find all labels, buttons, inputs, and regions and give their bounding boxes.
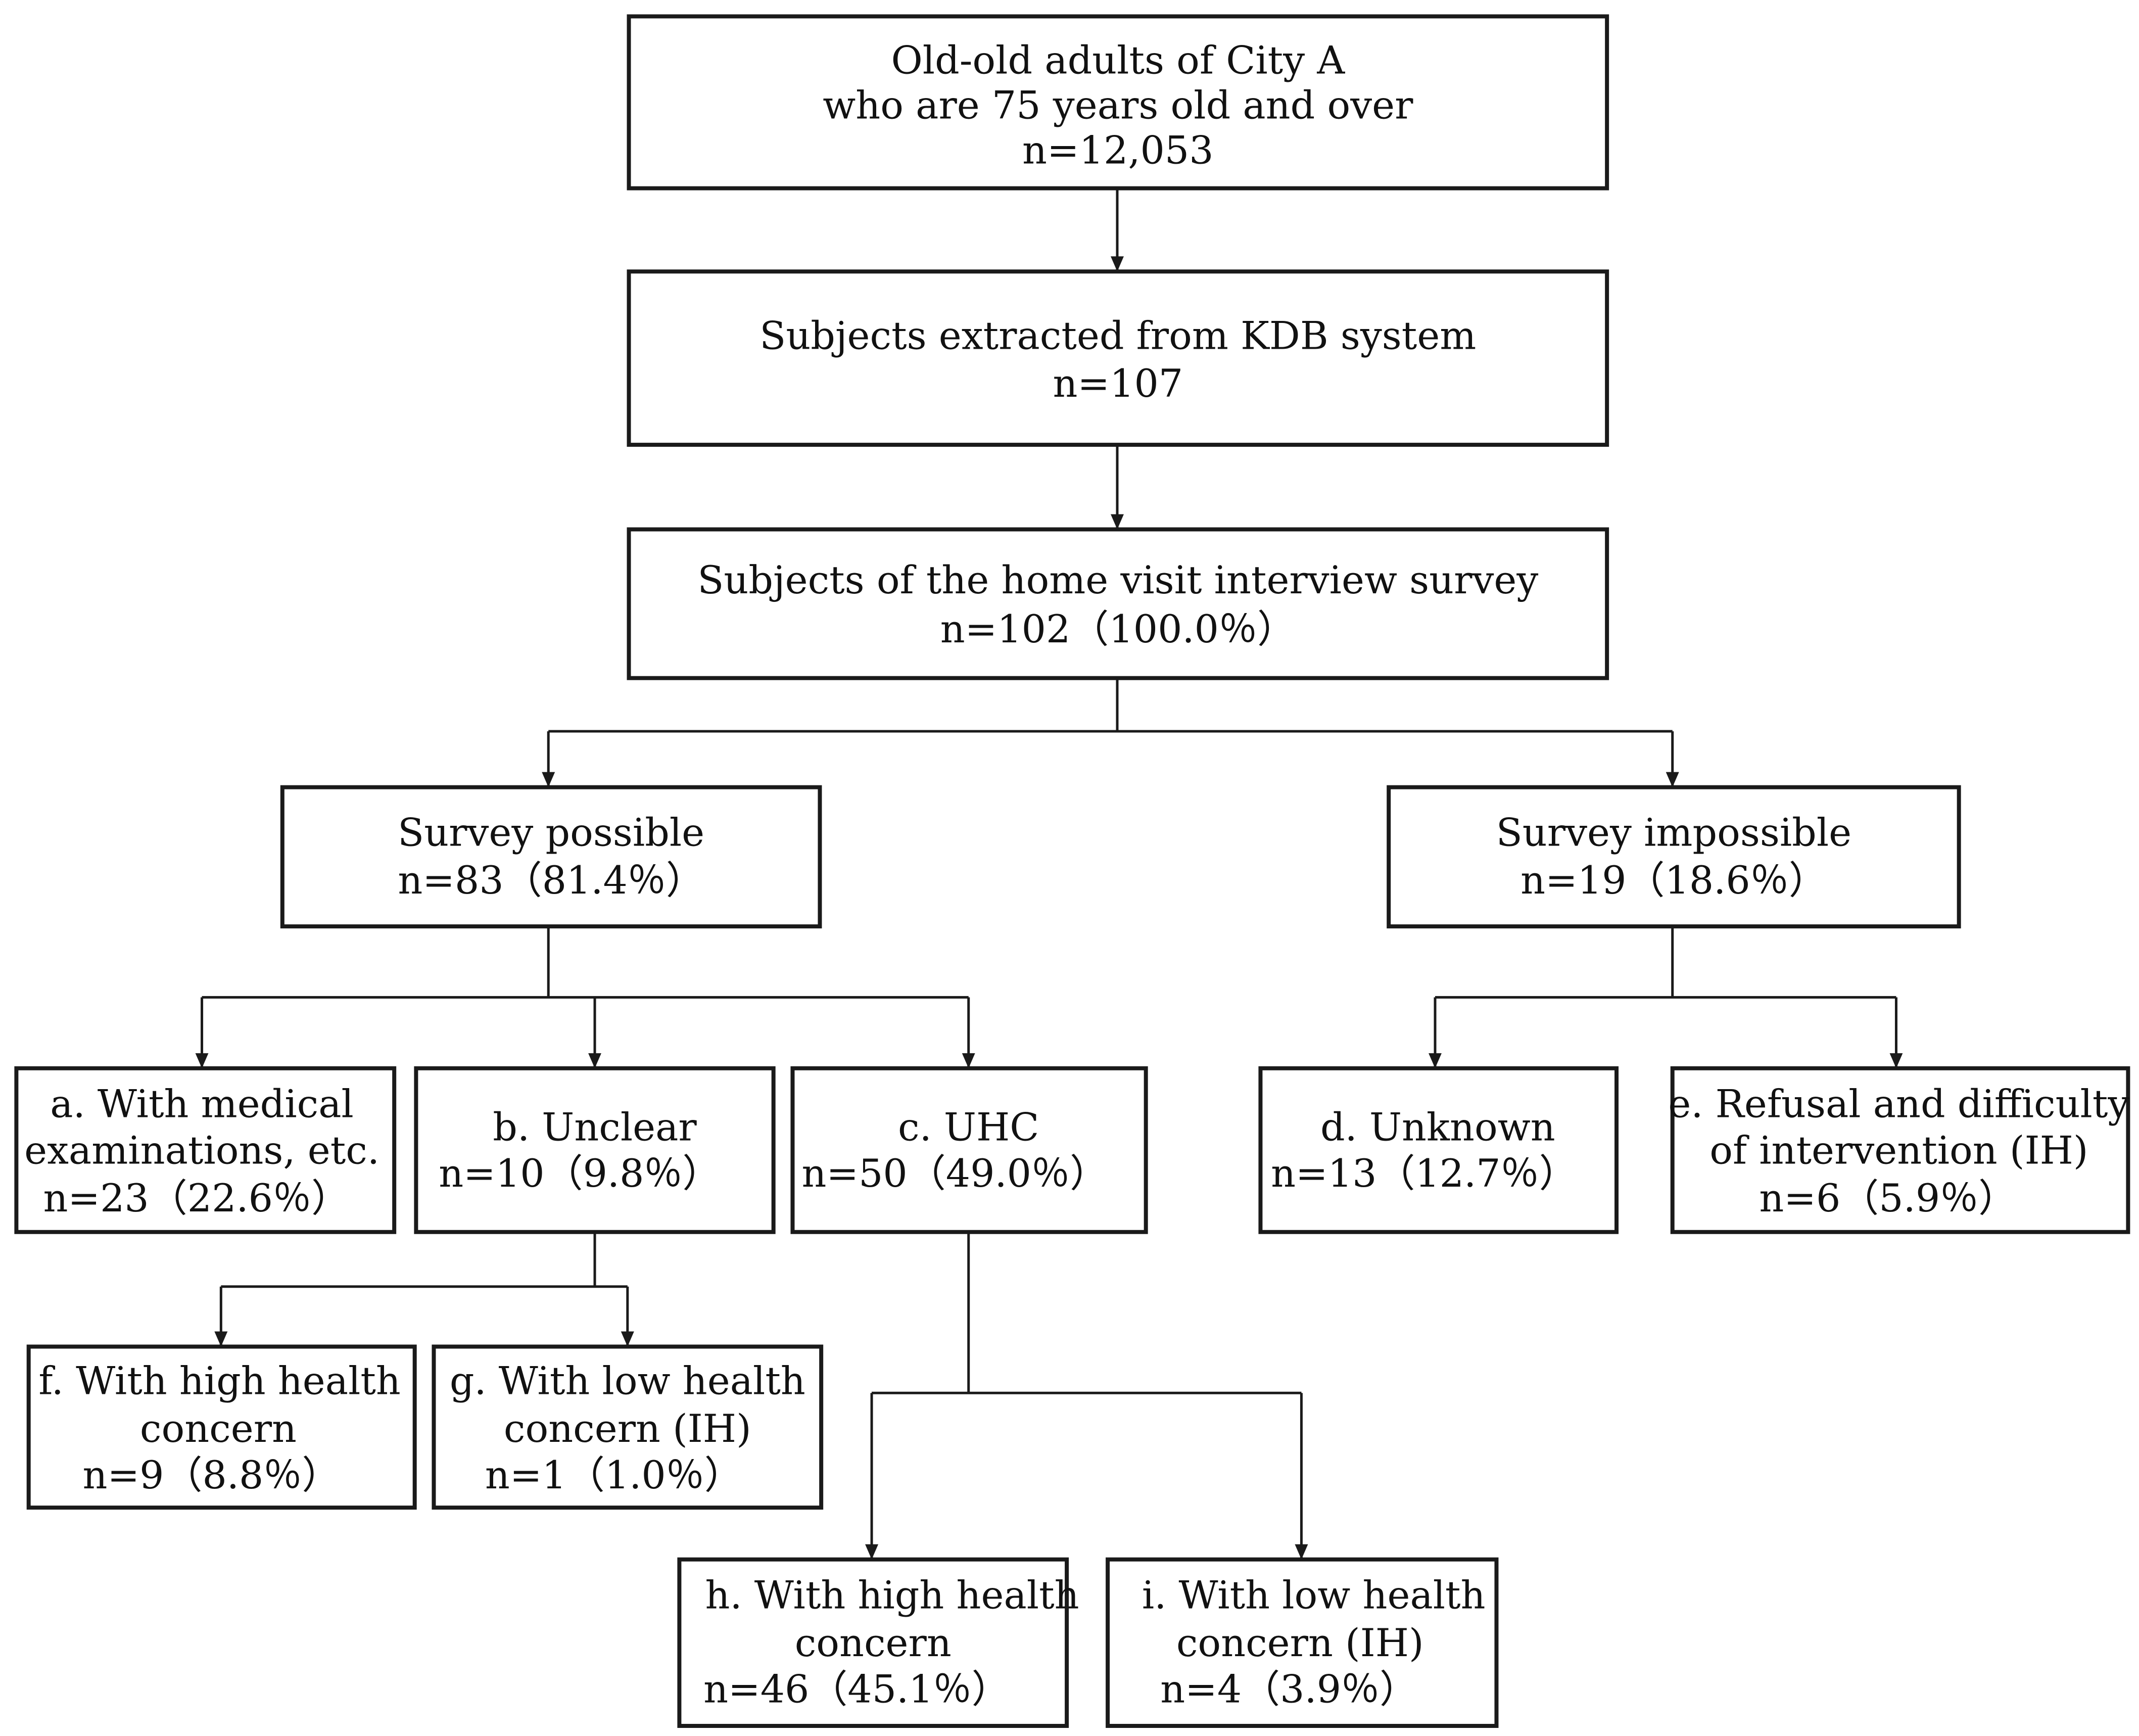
node-label-line: Old-old adults of City A xyxy=(891,37,1345,82)
node-box xyxy=(1258,1066,1619,1234)
connector-from-b xyxy=(214,1232,634,1347)
node-box xyxy=(26,1344,417,1510)
node-label-line: Survey possible xyxy=(398,810,704,855)
node-label-line: n=6（5.9％） xyxy=(1759,1176,2017,1221)
node-label-line: a. With medical xyxy=(50,1081,354,1126)
node-label-line: c. UHC xyxy=(898,1104,1039,1149)
node-label-line: concern (IH) xyxy=(1176,1620,1424,1665)
node-label-line: n=13（12.7％） xyxy=(1271,1151,1578,1196)
node-box xyxy=(14,1066,397,1234)
node-label-line: i. With low health xyxy=(1142,1572,1486,1617)
node-label-line: n=23（22.6％） xyxy=(43,1176,350,1221)
node-box xyxy=(414,1066,776,1234)
node-box xyxy=(627,269,1609,447)
node-label-line: n=46（45.1％） xyxy=(703,1667,1010,1712)
connector-from-survey-possible xyxy=(195,926,975,1068)
node-label-line: n=9（8.8％） xyxy=(83,1452,341,1497)
node-label-line: Survey impossible xyxy=(1496,810,1851,855)
connector-from-survey-impossible xyxy=(1428,926,1903,1068)
node-label-line: b. Unclear xyxy=(493,1104,697,1149)
node-label-line: n=107 xyxy=(1053,361,1183,406)
node-label-line: n=19（18.6％） xyxy=(1520,858,1827,903)
node-label-line: f. With high health xyxy=(38,1358,401,1403)
node-box xyxy=(627,527,1609,680)
node-label-line: n=4（3.9％） xyxy=(1160,1667,1418,1712)
node-label-line: concern (IH) xyxy=(504,1406,751,1451)
node-box xyxy=(1670,1066,2130,1234)
node-label-line: concern xyxy=(140,1406,297,1451)
node-label-line: Subjects extracted from KDB system xyxy=(759,313,1476,358)
connector-from-survey-subjects xyxy=(542,678,1679,787)
node-label-line: n=83（81.4％） xyxy=(398,858,704,903)
node-label-line: n=10（9.8％） xyxy=(439,1151,721,1196)
node-box xyxy=(1106,1557,1499,1728)
node-label-line: n=1（1.0％） xyxy=(485,1452,743,1497)
node-box xyxy=(280,785,822,929)
node-label-line: who are 75 years old and over xyxy=(823,82,1413,127)
node-box xyxy=(1387,785,1961,929)
node-label-line: g. With low health xyxy=(450,1358,805,1403)
node-label-line: examinations, etc. xyxy=(24,1128,379,1172)
node-label-line: of intervention (IH) xyxy=(1709,1128,2088,1172)
node-box xyxy=(677,1557,1069,1728)
node-label-line: n=50（49.0％） xyxy=(801,1151,1108,1196)
node-label-line: d. Unknown xyxy=(1320,1104,1555,1149)
node-label-line: Subjects of the home visit interview sur… xyxy=(697,557,1538,602)
node-box xyxy=(627,14,1609,191)
node-survey-subjects: Subjects of the home visit interview sur… xyxy=(627,527,1609,680)
node-box xyxy=(790,1066,1148,1234)
node-label-line: n=102（100.0％） xyxy=(940,606,1296,651)
node-label-line: e. Refusal and difficulty xyxy=(1668,1081,2129,1126)
connector-from-c xyxy=(865,1232,1308,1560)
connectors xyxy=(195,188,1903,1560)
node-box xyxy=(432,1344,824,1510)
node-label-line: h. With high health xyxy=(705,1572,1079,1617)
node-label-line: concern xyxy=(795,1620,952,1665)
node-label-line: n=12,053 xyxy=(1022,127,1214,172)
